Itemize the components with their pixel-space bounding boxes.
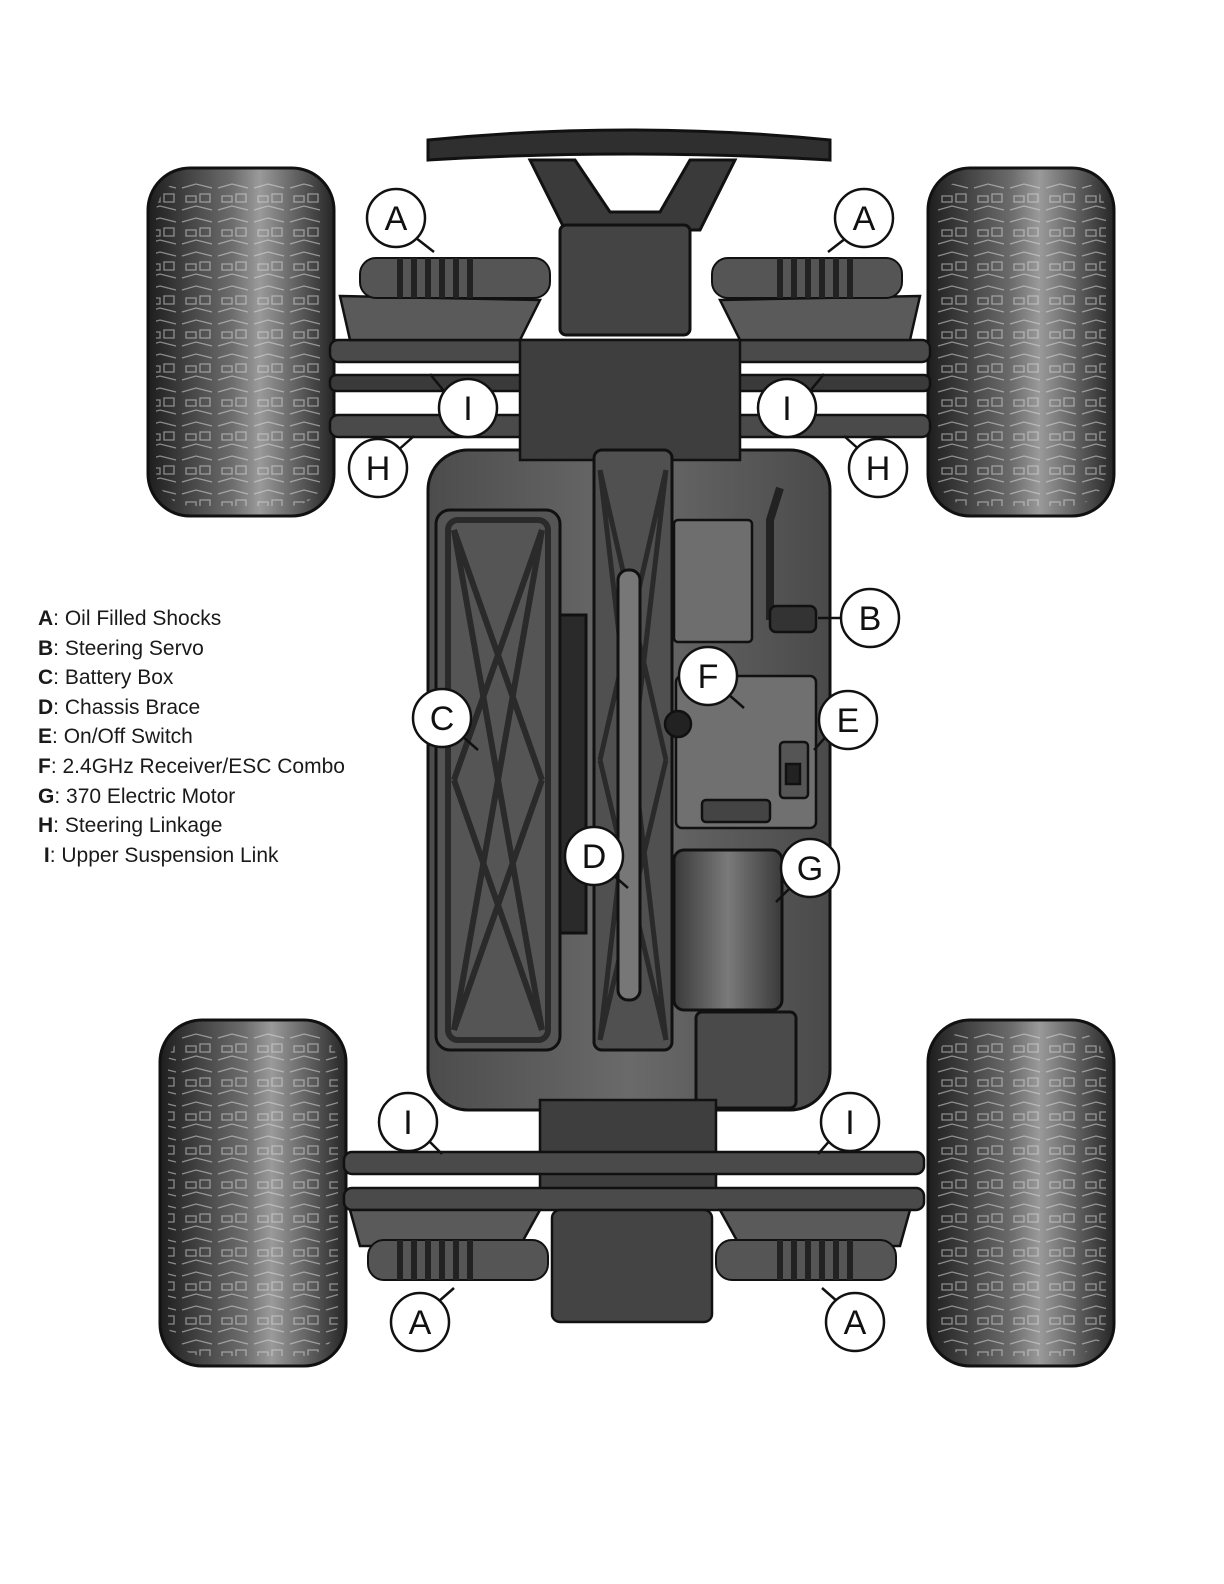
legend-item: B: Steering Servo	[38, 634, 345, 664]
legend-item: C: Battery Box	[38, 663, 345, 693]
legend-item: H: Steering Linkage	[38, 811, 345, 841]
svg-text:D: D	[582, 838, 607, 876]
svg-text:E: E	[837, 702, 860, 740]
callout-d: D	[565, 827, 623, 885]
svg-text:C: C	[430, 700, 455, 738]
tire-front-left	[148, 168, 334, 516]
rear-shock-right	[716, 1240, 896, 1280]
tire-rear-right	[928, 1020, 1114, 1366]
rear-shock-left	[368, 1240, 548, 1280]
legend-item: I: Upper Suspension Link	[38, 841, 345, 871]
legend-item: E: On/Off Switch	[38, 722, 345, 752]
legend-item: G: 370 Electric Motor	[38, 782, 345, 812]
legend-item: A: Oil Filled Shocks	[38, 604, 345, 634]
callout-b: B	[841, 589, 899, 647]
callout-h-left: H	[349, 439, 407, 497]
svg-text:I: I	[845, 1104, 854, 1142]
callout-a-rear-left: A	[391, 1293, 449, 1351]
svg-text:A: A	[853, 200, 876, 238]
callout-f: F	[679, 647, 737, 705]
callout-c: C	[413, 689, 471, 747]
svg-text:H: H	[866, 450, 891, 488]
chassis-brace	[594, 450, 672, 1050]
callout-h-right: H	[849, 439, 907, 497]
svg-text:G: G	[797, 850, 823, 888]
front-shock-left	[360, 258, 550, 298]
callout-i-rear-right: I	[821, 1093, 879, 1151]
front-shock-right	[712, 258, 902, 298]
callout-e: E	[819, 691, 877, 749]
legend-item: F: 2.4GHz Receiver/ESC Combo	[38, 752, 345, 782]
svg-text:A: A	[409, 1304, 432, 1342]
svg-text:B: B	[859, 600, 882, 638]
callout-a-rear-right: A	[826, 1293, 884, 1351]
callout-i-rear-left: I	[379, 1093, 437, 1151]
svg-text:I: I	[782, 390, 791, 428]
callout-g: G	[781, 839, 839, 897]
receiver-esc	[665, 676, 816, 828]
svg-text:H: H	[366, 450, 391, 488]
svg-text:A: A	[844, 1304, 867, 1342]
callout-a-front-left: A	[367, 189, 425, 247]
tire-rear-left	[160, 1020, 346, 1366]
callout-i-front-right: I	[758, 379, 816, 437]
svg-text:I: I	[463, 390, 472, 428]
svg-text:F: F	[698, 658, 719, 696]
tire-front-right	[928, 168, 1114, 516]
svg-text:I: I	[403, 1104, 412, 1142]
callout-i-front-left: I	[439, 379, 497, 437]
legend-item: D: Chassis Brace	[38, 693, 345, 723]
svg-text:A: A	[385, 200, 408, 238]
callout-a-front-right: A	[835, 189, 893, 247]
parts-legend: A: Oil Filled Shocks B: Steering Servo C…	[38, 604, 345, 870]
